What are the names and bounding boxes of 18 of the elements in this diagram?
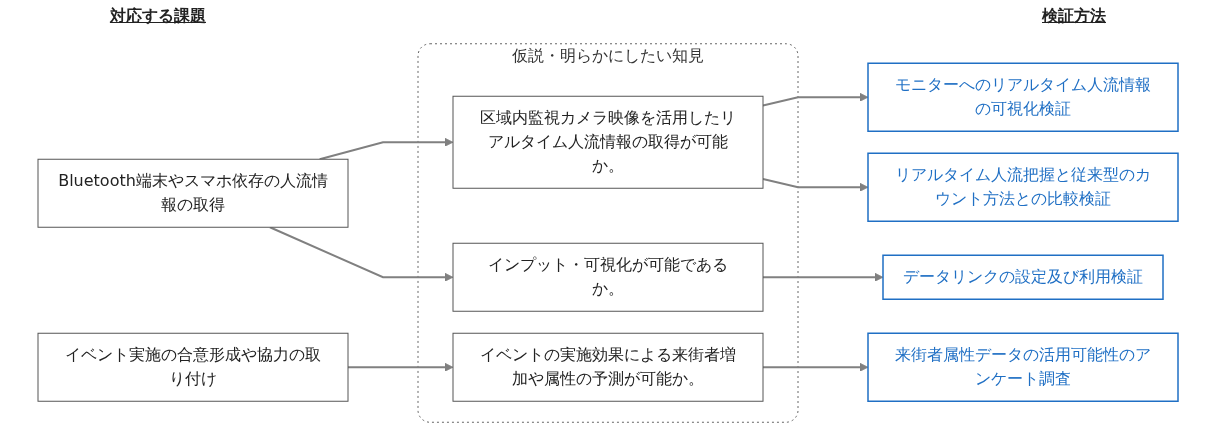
arrow <box>268 226 454 282</box>
arrow <box>762 362 869 372</box>
node-box: インプット・可視化が可能であるか。 <box>452 242 764 312</box>
node-box: データリンクの設定及び利用検証 <box>882 254 1164 300</box>
arrow <box>762 92 869 107</box>
node-box: Bluetooth端末やスマホ依存の人流情報の取得 <box>37 158 349 228</box>
arrow <box>318 137 454 161</box>
node-box: イベント実施の合意形成や協力の取り付け <box>37 332 349 402</box>
node-box: 来街者属性データの活用可能性のアンケート調査 <box>867 332 1179 402</box>
node-box: モニターへのリアルタイム人流情報の可視化検証 <box>867 62 1179 132</box>
column-heading: 対応する課題 <box>110 6 206 27</box>
node-box: イベントの実施効果による来街者増加や属性の予測が可能か。 <box>452 332 764 402</box>
arrow <box>347 362 454 372</box>
arrow <box>762 177 869 192</box>
arrow <box>762 272 884 282</box>
node-box: 区域内監視カメラ映像を活用したリアルタイム人流情報の取得が可能か。 <box>452 95 764 189</box>
column-heading: 検証方法 <box>1042 6 1106 27</box>
node-box: リアルタイム人流把握と従来型のカウント方法との比較検証 <box>867 152 1179 222</box>
